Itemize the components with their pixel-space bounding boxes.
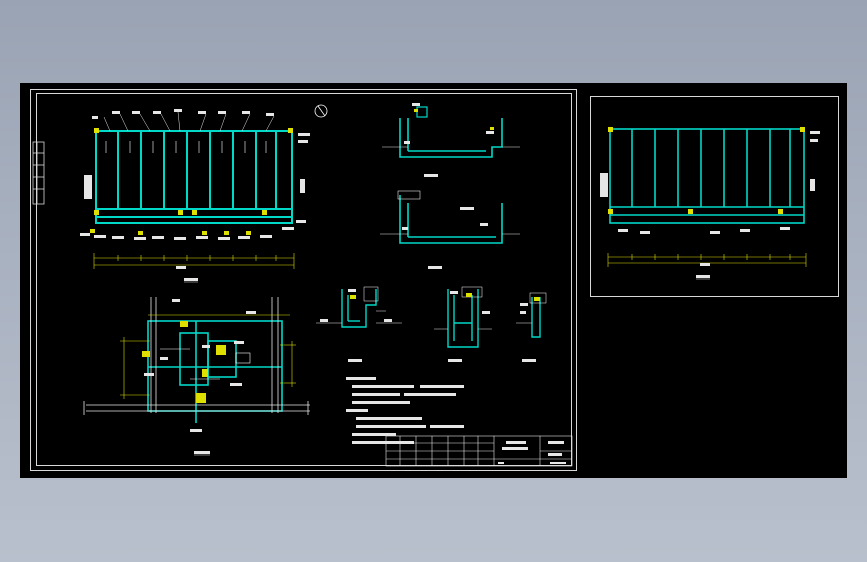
plan-view-main [80,109,310,283]
drawing-sheet-side [590,96,839,297]
plan-view-detail [83,297,310,456]
detail-section-2 [434,286,492,362]
sheet-main-frame [36,93,572,466]
cad-viewport[interactable] [20,83,847,478]
drawing-notes [346,377,464,444]
detail-section-1 [316,286,402,362]
north-arrow-icon [314,104,328,118]
detail-section-3 [516,292,547,362]
drawing-sheet-main [30,89,577,471]
title-block [385,435,573,467]
binding-strip [32,141,45,205]
section-view-2 [380,190,520,269]
section-view-1 [382,103,520,177]
plan-view-side [600,127,820,280]
drawing-canvas [32,103,820,467]
